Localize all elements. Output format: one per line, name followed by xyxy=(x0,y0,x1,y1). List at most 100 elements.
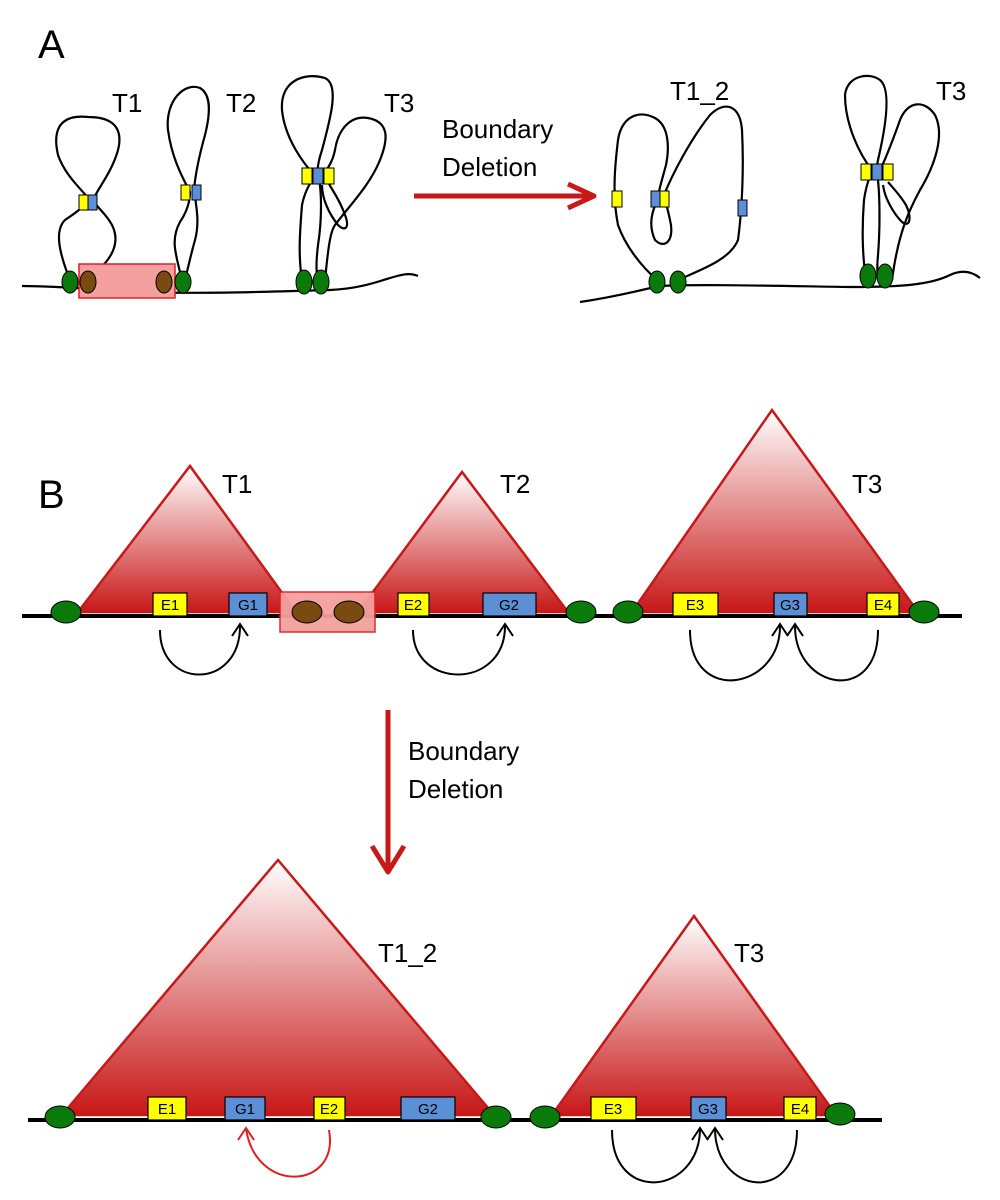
t3-loop-outer xyxy=(280,75,334,283)
arrow-text-line1: Boundary xyxy=(408,736,519,766)
chromatin-fiber-after xyxy=(579,270,981,304)
ctcf-site xyxy=(312,269,330,295)
element-e4: E4 xyxy=(866,592,900,617)
arrow-head xyxy=(231,622,249,637)
svg-text:E1: E1 xyxy=(158,1101,176,1118)
ctcf-site xyxy=(669,270,687,294)
svg-text:G1: G1 xyxy=(238,597,258,614)
enhancer-marker xyxy=(180,184,191,201)
contact-arc-e4-g3 xyxy=(794,625,879,682)
deleted-ctcf-site xyxy=(333,600,365,624)
deleted-ctcf-site xyxy=(155,270,173,294)
arrow-head-b xyxy=(369,844,407,875)
tad-triangle-t2 xyxy=(355,469,571,614)
svg-text:E1: E1 xyxy=(161,597,179,614)
arrow-text-line2: Deletion xyxy=(442,152,537,182)
ctcf-site xyxy=(50,600,82,624)
svg-text:E3: E3 xyxy=(604,1101,622,1118)
element-g3: G3 xyxy=(773,592,808,617)
t1-loop xyxy=(55,115,121,284)
tad-label-t1-2: T1_2 xyxy=(378,938,437,968)
aberrant-contact-arc-e2-g1 xyxy=(245,1127,331,1178)
contact-arc-e3-g3 xyxy=(611,1127,701,1184)
t3-loop-inner xyxy=(317,116,387,281)
deleted-ctcf-site xyxy=(291,600,323,624)
arrow-head xyxy=(706,1126,724,1141)
tad-label-t3: T3 xyxy=(384,88,414,118)
arrow-text-line2: Deletion xyxy=(408,774,503,804)
gene-marker xyxy=(312,167,324,185)
ctcf-site xyxy=(529,1105,561,1129)
svg-text:G3: G3 xyxy=(780,597,800,614)
enhancer-marker xyxy=(860,163,872,181)
t1-2-merged-loop xyxy=(613,105,744,282)
tad-triangle-t3 xyxy=(549,913,839,1117)
svg-text:G1: G1 xyxy=(235,1101,255,1118)
tad-label-t1: T1 xyxy=(222,469,252,499)
ctcf-site xyxy=(612,600,644,624)
element-g2: G2 xyxy=(400,1096,456,1121)
element-g1: G1 xyxy=(228,592,268,617)
arrow-head xyxy=(237,1126,255,1141)
svg-text:E2: E2 xyxy=(404,597,422,614)
enhancer-marker xyxy=(78,194,89,211)
ctcf-site xyxy=(61,270,79,294)
tad-label-t2: T2 xyxy=(500,469,530,499)
deleted-ctcf-site xyxy=(79,270,97,294)
panel-b-label: B xyxy=(38,473,65,517)
ctcf-site xyxy=(295,269,313,295)
contact-arc-e1-g1 xyxy=(159,625,241,676)
ctcf-site xyxy=(824,1102,856,1126)
arrow-head xyxy=(771,622,789,637)
element-e2: E2 xyxy=(397,592,430,617)
tad-triangle-t3 xyxy=(629,407,921,614)
tad-label-t1: T1 xyxy=(112,88,142,118)
contact-arc-e4-g3 xyxy=(714,1127,798,1184)
arrow-head xyxy=(786,622,804,637)
gene-marker xyxy=(871,163,883,181)
svg-text:E2: E2 xyxy=(320,1101,338,1118)
arrow-head xyxy=(496,622,514,637)
enhancer-marker xyxy=(323,167,335,185)
tad-triangle-t1 xyxy=(75,463,299,614)
panel-a-label: A xyxy=(38,23,65,67)
element-e3: E3 xyxy=(672,592,719,617)
ctcf-site xyxy=(876,263,894,289)
t3-loop-inner-2 xyxy=(320,181,349,230)
t3-loop-after-inner-2 xyxy=(881,181,911,225)
element-g1: G1 xyxy=(224,1096,266,1121)
t3-loop-after-outer xyxy=(843,74,888,281)
tad-label-t3: T3 xyxy=(734,938,764,968)
element-e1: E1 xyxy=(147,1096,187,1121)
svg-text:G3: G3 xyxy=(698,1101,718,1118)
gene-marker xyxy=(650,190,661,208)
arrow-head xyxy=(691,1126,709,1141)
gene-marker xyxy=(87,194,98,211)
element-e2: E2 xyxy=(313,1096,346,1121)
ctcf-site xyxy=(174,270,192,294)
ctcf-site xyxy=(648,270,666,294)
arrow-head-a xyxy=(566,181,597,211)
element-e4: E4 xyxy=(783,1096,817,1121)
svg-text:E4: E4 xyxy=(791,1101,809,1118)
svg-text:G2: G2 xyxy=(499,597,519,614)
t2-loop xyxy=(166,85,210,281)
enhancer-marker xyxy=(882,163,894,181)
enhancer-marker xyxy=(611,190,623,208)
tad-triangle-t1-2 xyxy=(59,858,497,1117)
ctcf-site xyxy=(565,600,597,624)
tad-label-t1-2: T1_2 xyxy=(670,76,729,106)
gene-marker xyxy=(737,199,748,217)
svg-text:E4: E4 xyxy=(874,597,892,614)
svg-text:G2: G2 xyxy=(418,1101,438,1118)
enhancer-marker xyxy=(659,190,670,208)
contact-arc-e3-g3 xyxy=(689,625,781,682)
ctcf-site xyxy=(44,1105,76,1129)
ctcf-site xyxy=(859,263,877,289)
contact-arc-e2-g2 xyxy=(412,625,506,676)
element-e3: E3 xyxy=(590,1096,637,1121)
ctcf-site xyxy=(908,600,940,624)
element-e1: E1 xyxy=(152,592,188,617)
t3-loop-after-inner xyxy=(877,103,941,281)
